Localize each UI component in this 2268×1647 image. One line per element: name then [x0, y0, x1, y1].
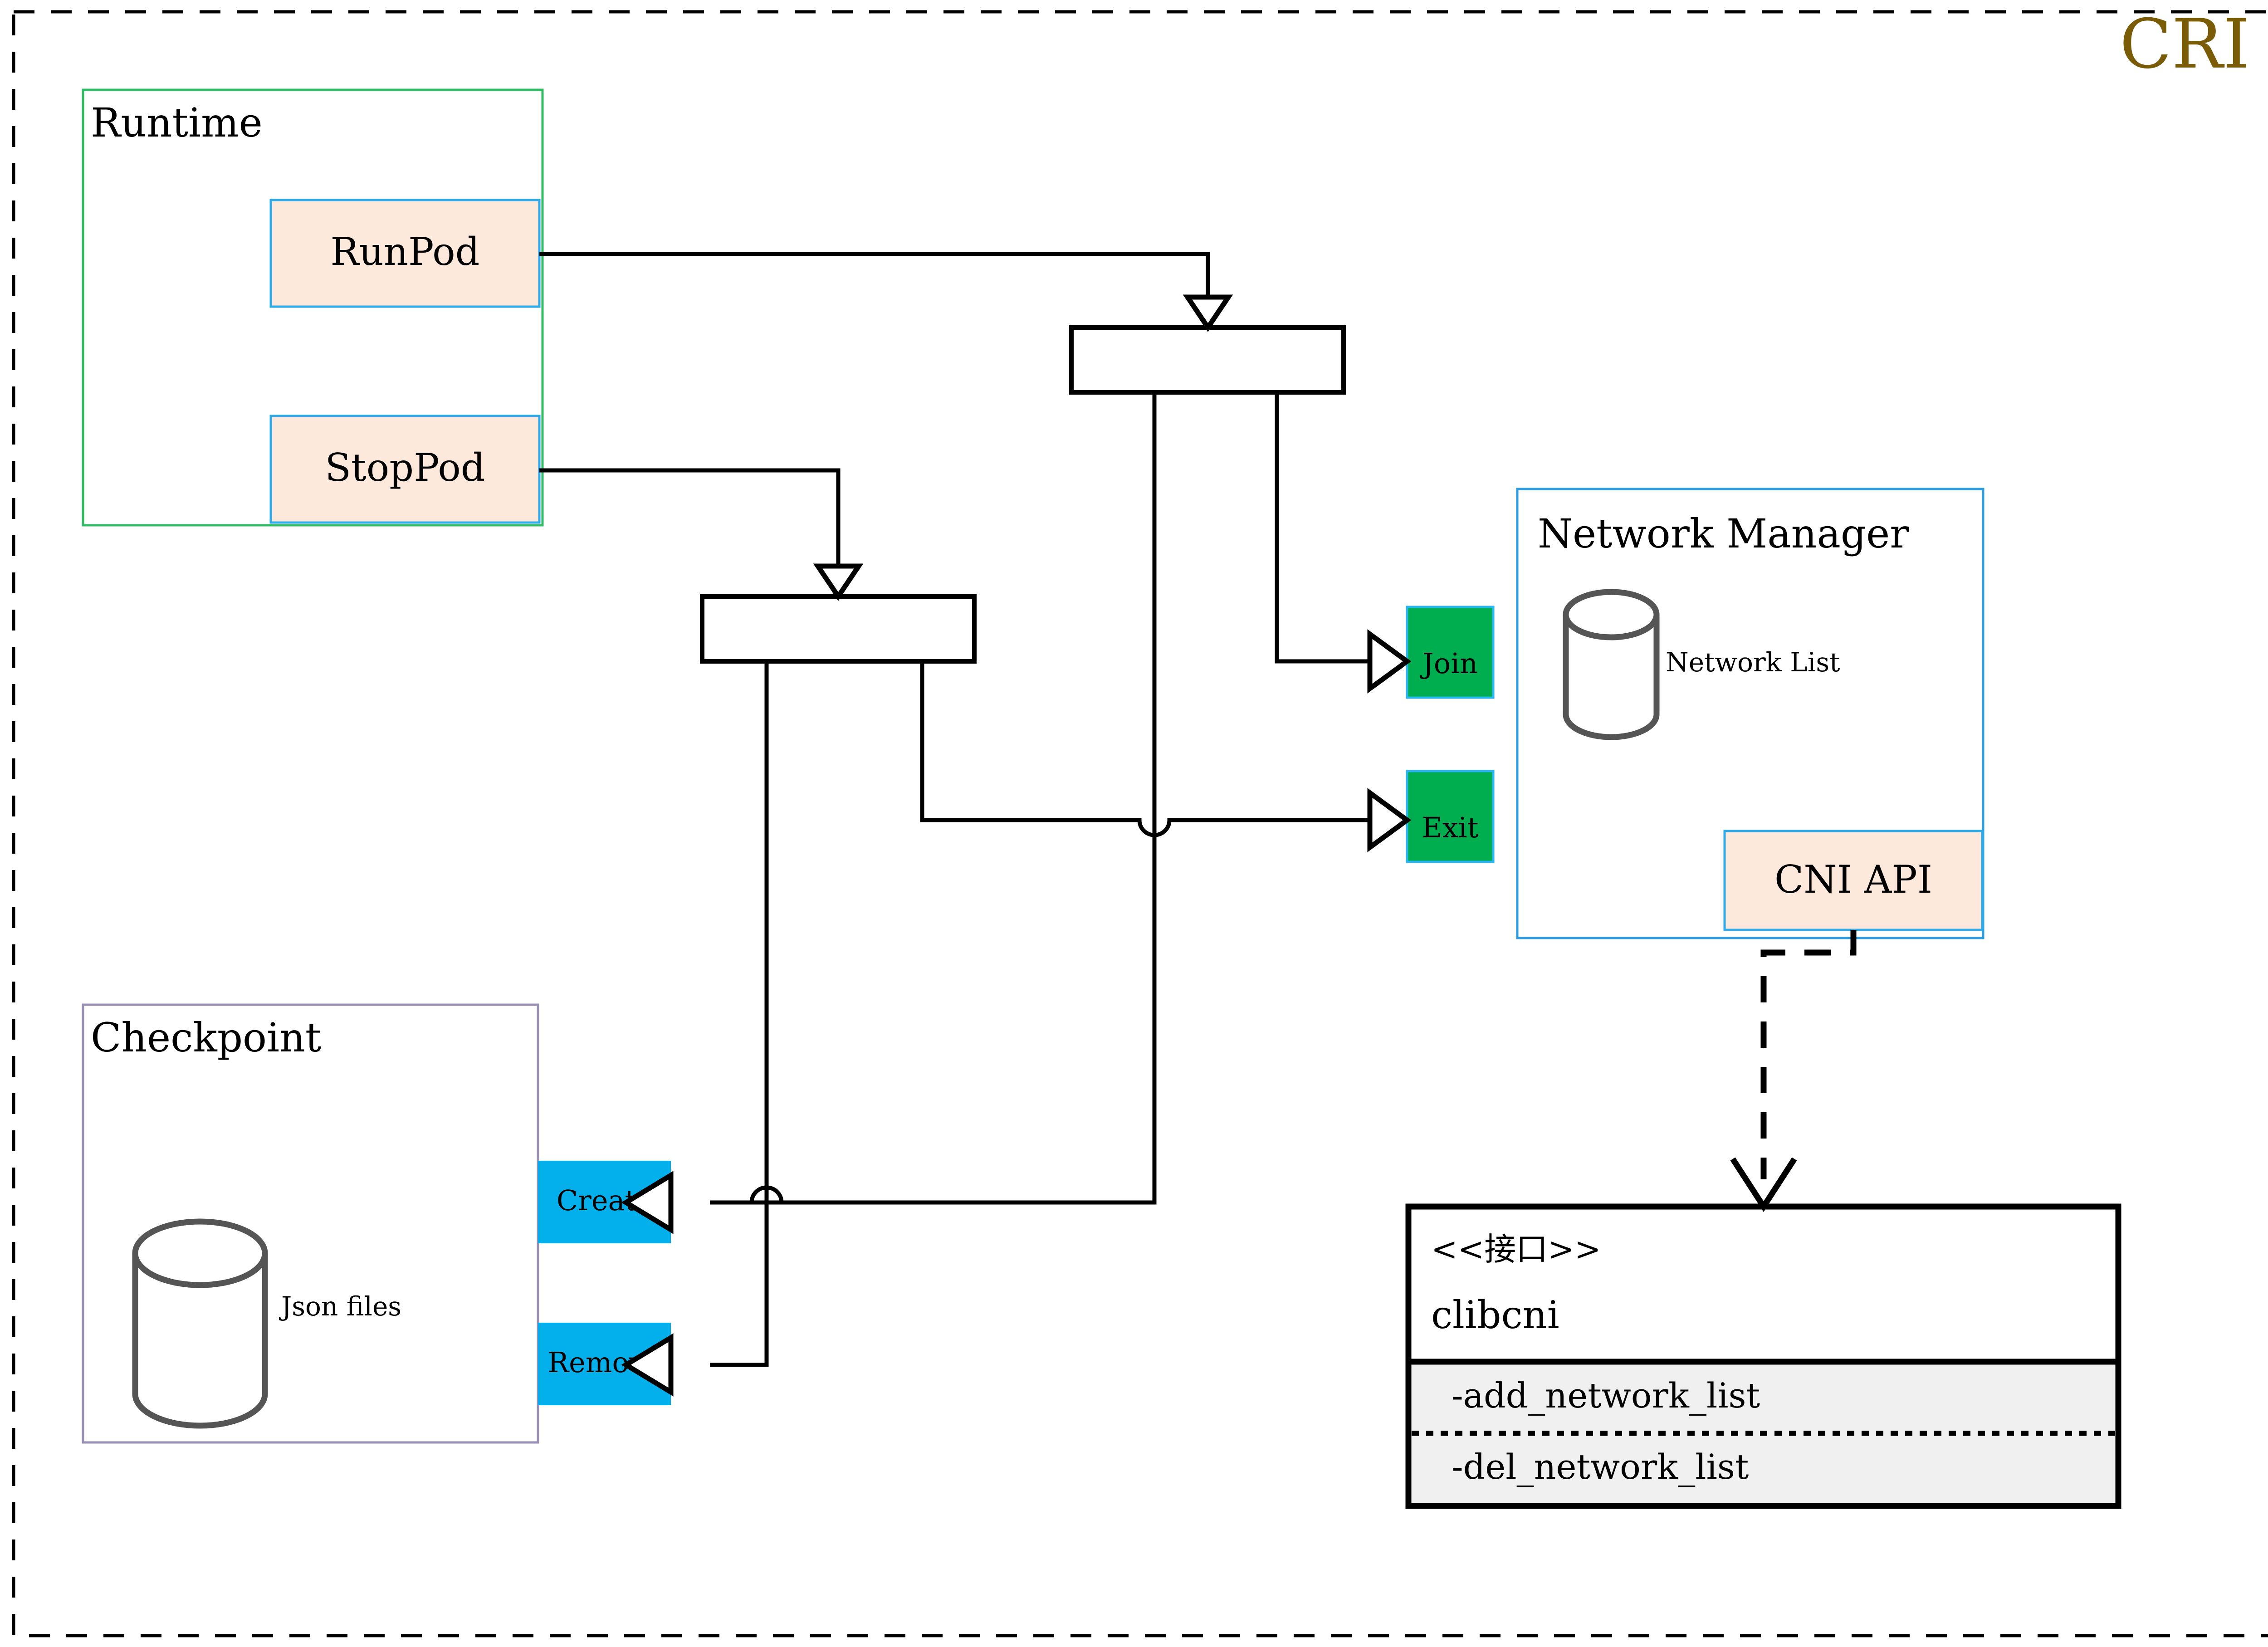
node-run-pod-label: RunPod	[331, 230, 480, 274]
arrowhead-stoppod-to-fork	[813, 563, 864, 601]
edge-fork-top-right-to-join	[1275, 392, 1370, 664]
database-cylinder-icon-network-list	[1563, 589, 1660, 740]
outer-dashed-frame	[12, 10, 2268, 1637]
node-exit-label: Exit	[1422, 811, 1479, 844]
edge-fork-bottom-left-to-remove	[710, 661, 769, 1367]
arrowhead-join	[1367, 629, 1412, 694]
arrowhead-runpod-to-fork	[1183, 294, 1233, 332]
node-stop-pod-label: StopPod	[325, 445, 485, 490]
fork-bar-run-pod	[1069, 325, 1346, 395]
interface-operation-add: -add_network_list	[1452, 1375, 1760, 1416]
container-network-manager-label: Network Manager	[1538, 510, 1909, 557]
label-network-list: Network List	[1666, 647, 1840, 678]
arrowhead-remove	[621, 1333, 674, 1397]
container-runtime-label: Runtime	[91, 99, 263, 146]
interface-name: clibcni	[1431, 1293, 1559, 1337]
container-runtime[interactable]	[82, 88, 544, 527]
edge-cni-api-to-clibcni	[1760, 930, 1857, 1179]
node-cni-api-label: CNI API	[1774, 857, 1932, 902]
arrowhead-exit	[1367, 788, 1412, 852]
edge-fork-top-left-to-create	[710, 392, 1157, 1205]
edge-fork-bottom-right-to-exit	[920, 661, 1370, 837]
edge-runpod-to-fork	[539, 252, 1210, 299]
page-title: CRI	[2120, 5, 2250, 84]
interface-operation-del: -del_network_list	[1452, 1447, 1749, 1487]
container-checkpoint-label: Checkpoint	[91, 1014, 321, 1061]
node-join[interactable]	[1406, 606, 1495, 699]
container-network-manager[interactable]	[1516, 488, 1984, 939]
node-join-label: Join	[1420, 647, 1478, 680]
arrowhead-clibcni-realization	[1730, 1157, 1797, 1212]
node-cni-api[interactable]	[1723, 830, 1984, 931]
node-stop-pod[interactable]	[269, 415, 541, 524]
line-hop-create-branch	[749, 1185, 784, 1203]
label-json-files: Json files	[279, 1291, 401, 1322]
interface-stereotype: <<接口>>	[1431, 1231, 1601, 1268]
database-cylinder-icon-json-files	[132, 1218, 268, 1429]
fork-bar-stop-pod	[700, 594, 977, 664]
edge-stoppod-to-fork	[539, 468, 841, 568]
arrowhead-create	[621, 1171, 674, 1234]
node-exit[interactable]	[1406, 770, 1495, 863]
